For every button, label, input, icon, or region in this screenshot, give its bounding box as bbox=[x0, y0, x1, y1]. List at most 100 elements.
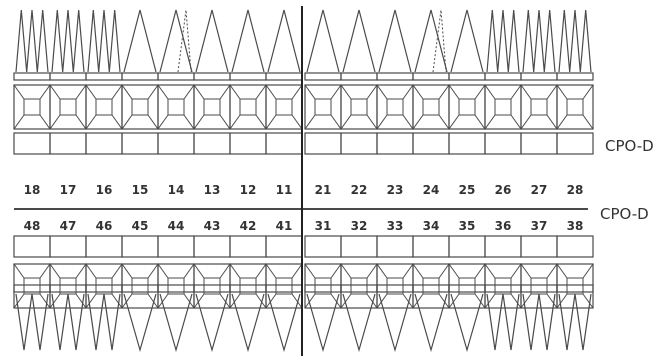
tooth-number-12: 12 bbox=[240, 183, 257, 197]
crown-outline-41 bbox=[266, 264, 302, 308]
crown-diagonal-24 bbox=[439, 85, 449, 99]
crown-diagonal-36 bbox=[511, 294, 521, 308]
lower-cpod-cell-36 bbox=[485, 236, 521, 257]
crown-diagonal-22 bbox=[341, 85, 351, 99]
crown-41 bbox=[266, 264, 302, 308]
crown-42 bbox=[230, 264, 266, 308]
crown-diagonal-16 bbox=[112, 85, 122, 99]
lower-cpod-cell-37 bbox=[521, 236, 557, 257]
root-35 bbox=[451, 294, 483, 350]
upper-band-27 bbox=[521, 73, 557, 80]
crown-occlusal-15 bbox=[132, 99, 148, 115]
lower-cpod-cell-38 bbox=[557, 236, 593, 257]
crown-diagonal-48 bbox=[40, 294, 50, 308]
root-34 bbox=[415, 294, 447, 350]
crown-outline-46 bbox=[86, 264, 122, 308]
crown-diagonal-27 bbox=[547, 85, 557, 99]
crown-outline-16 bbox=[86, 85, 122, 129]
crown-outline-24 bbox=[413, 85, 449, 129]
crown-diagonal-37 bbox=[521, 294, 531, 308]
tooth-number-26: 26 bbox=[495, 183, 512, 197]
crown-diagonal-44 bbox=[184, 264, 194, 278]
lower-cpod-cell-47 bbox=[50, 236, 86, 257]
root-26 bbox=[487, 10, 519, 72]
crown-diagonal-12 bbox=[230, 85, 240, 99]
tooth-number-38: 38 bbox=[567, 219, 584, 233]
crown-diagonal-46 bbox=[112, 294, 122, 308]
tooth-number-35: 35 bbox=[459, 219, 476, 233]
crown-outline-42 bbox=[230, 264, 266, 308]
tooth-number-17: 17 bbox=[60, 183, 77, 197]
root-48 bbox=[16, 294, 48, 350]
crown-12 bbox=[230, 85, 266, 129]
crown-diagonal-18 bbox=[40, 115, 50, 129]
crown-diagonal-33 bbox=[377, 264, 387, 278]
tooth-number-13: 13 bbox=[204, 183, 221, 197]
tooth-number-14: 14 bbox=[168, 183, 185, 197]
lower-band-45 bbox=[122, 285, 158, 292]
crown-diagonal-42 bbox=[230, 264, 240, 278]
lower-cpod-row bbox=[14, 236, 593, 257]
crown-diagonal-48 bbox=[14, 294, 24, 308]
crown-diagonal-22 bbox=[367, 115, 377, 129]
root-16 bbox=[88, 10, 120, 72]
crown-outline-26 bbox=[485, 85, 521, 129]
crown-diagonal-27 bbox=[521, 115, 531, 129]
crown-outline-17 bbox=[50, 85, 86, 129]
upper-cpod-cell-14 bbox=[158, 133, 194, 154]
crown-outline-23 bbox=[377, 85, 413, 129]
crown-diagonal-45 bbox=[148, 264, 158, 278]
crown-diagonal-21 bbox=[305, 85, 315, 99]
tooth-number-32: 32 bbox=[351, 219, 368, 233]
crown-21 bbox=[305, 85, 341, 129]
crown-occlusal-25 bbox=[459, 99, 475, 115]
crown-diagonal-26 bbox=[511, 85, 521, 99]
crown-diagonal-11 bbox=[266, 115, 276, 129]
crown-diagonal-11 bbox=[292, 85, 302, 99]
crown-diagonal-23 bbox=[403, 115, 413, 129]
upper-cpod-cell-17 bbox=[50, 133, 86, 154]
crown-occlusal-28 bbox=[567, 99, 583, 115]
root-32 bbox=[343, 294, 375, 350]
crown-occlusal-16 bbox=[96, 99, 112, 115]
crown-diagonal-47 bbox=[50, 264, 60, 278]
upper-band-18 bbox=[14, 73, 50, 80]
lower-band-36 bbox=[485, 285, 521, 292]
upper-tooth-numbers: 18171615141312112122232425262728 bbox=[24, 183, 584, 197]
crown-diagonal-15 bbox=[148, 85, 158, 99]
crown-outline-31 bbox=[305, 264, 341, 308]
upper-cpod-cell-22 bbox=[341, 133, 377, 154]
lower-band-41 bbox=[266, 285, 302, 292]
crown-diagonal-16 bbox=[86, 115, 96, 129]
crown-diagonal-12 bbox=[230, 115, 240, 129]
crown-26 bbox=[485, 85, 521, 129]
root-44 bbox=[160, 294, 192, 350]
lower-cpod-cell-44 bbox=[158, 236, 194, 257]
tooth-number-36: 36 bbox=[495, 219, 512, 233]
lower-band-35 bbox=[449, 285, 485, 292]
crown-outline-21 bbox=[305, 85, 341, 129]
lower-cpod-cell-33 bbox=[377, 236, 413, 257]
crown-diagonal-37 bbox=[547, 294, 557, 308]
upper-cpod-cell-18 bbox=[14, 133, 50, 154]
crown-outline-27 bbox=[521, 85, 557, 129]
upper-cpod-label: CPO-D bbox=[605, 137, 654, 155]
tooth-number-15: 15 bbox=[132, 183, 149, 197]
crown-35 bbox=[449, 264, 485, 308]
lower-cpod-cell-48 bbox=[14, 236, 50, 257]
crown-diagonal-13 bbox=[194, 115, 204, 129]
tooth-number-48: 48 bbox=[24, 219, 41, 233]
root-11 bbox=[268, 10, 300, 72]
tooth-number-16: 16 bbox=[96, 183, 113, 197]
lower-cpod-cell-46 bbox=[86, 236, 122, 257]
crown-outline-45 bbox=[122, 264, 158, 308]
tooth-number-33: 33 bbox=[387, 219, 404, 233]
crown-outline-44 bbox=[158, 264, 194, 308]
upper-band-12 bbox=[230, 73, 266, 80]
crown-diagonal-14 bbox=[184, 115, 194, 129]
lower-band-34 bbox=[413, 285, 449, 292]
crown-occlusal-22 bbox=[351, 99, 367, 115]
crown-diagonal-28 bbox=[583, 115, 593, 129]
upper-band-23 bbox=[377, 73, 413, 80]
tooth-number-45: 45 bbox=[132, 219, 149, 233]
